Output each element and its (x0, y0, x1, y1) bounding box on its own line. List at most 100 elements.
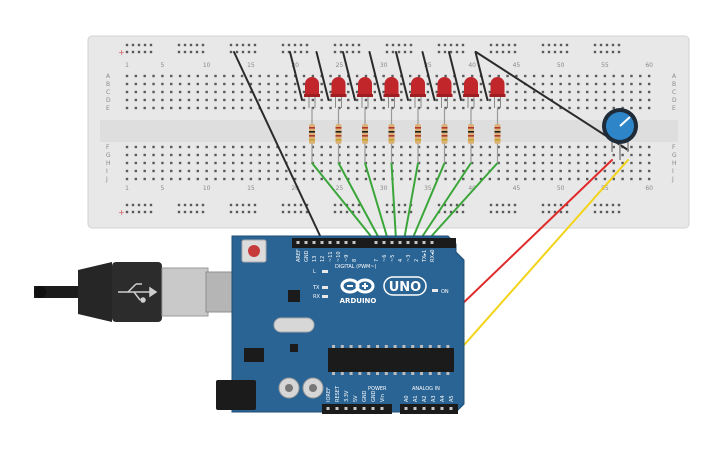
onboard-led (322, 286, 328, 289)
breadboard-hole (550, 153, 553, 157)
breadboard-hole (541, 153, 545, 157)
breadboard-hole (373, 169, 376, 173)
breadboard-hole (391, 153, 394, 157)
column-label: 10 (203, 62, 211, 69)
breadboard-hole (152, 161, 155, 165)
breadboard-hole (196, 106, 199, 110)
chip-pin (420, 345, 423, 348)
column-label: 10 (203, 185, 211, 192)
breadboard-hole (444, 177, 447, 181)
breadboard-hole (258, 90, 261, 94)
breadboard-hole (143, 82, 146, 86)
breadboard-hole (143, 177, 146, 181)
row-label: B (106, 81, 110, 88)
breadboard-hole (161, 74, 164, 78)
breadboard-hole (170, 98, 173, 102)
rail-hole (137, 210, 141, 214)
rail-hole (559, 43, 563, 47)
rail-hole (437, 43, 441, 47)
breadboard-hole (603, 153, 607, 157)
rail-hole (507, 210, 511, 214)
breadboard-hole (382, 98, 385, 102)
digital-header-right (370, 238, 456, 248)
breadboard-hole (267, 161, 270, 165)
rail-hole (461, 43, 465, 47)
voltage-regulator (244, 348, 264, 362)
breadboard-hole (302, 169, 306, 173)
breadboard-hole (187, 153, 191, 157)
rail-hole (195, 203, 199, 207)
ground-wire (395, 51, 409, 101)
rail-hole (507, 43, 511, 47)
breadboard-hole (125, 82, 129, 86)
chip-pin (349, 345, 353, 348)
led (331, 77, 346, 96)
rail-hole (559, 50, 563, 54)
breadboard-hole (577, 161, 580, 165)
breadboard-hole (311, 145, 315, 149)
breadboard-hole (223, 98, 226, 102)
resistor-band (441, 139, 448, 141)
breadboard-hole (470, 98, 474, 102)
breadboard-hole (320, 161, 323, 165)
breadboard-hole (187, 177, 191, 181)
chip-pin (332, 372, 335, 375)
rail-plus-sign: + (118, 48, 125, 57)
column-label: 35 (424, 62, 432, 69)
digital-pin-label: ~11 (328, 251, 334, 262)
breadboard-hole (152, 74, 155, 78)
breadboard-hole (267, 74, 270, 78)
breadboard-hole (355, 177, 359, 181)
breadboard-hole (311, 177, 315, 181)
breadboard-hole (232, 98, 235, 102)
header-pin (371, 407, 375, 410)
header-pin (296, 241, 300, 244)
breadboard-hole (603, 90, 607, 94)
row-label: B (672, 81, 676, 88)
breadboard-hole (586, 90, 589, 94)
row-label: F (672, 144, 676, 151)
breadboard-hole (196, 145, 199, 149)
column-label: 35 (424, 185, 432, 192)
digital-pin-label: ~5 (390, 255, 396, 262)
breadboard-hole (603, 82, 607, 86)
chip-pin (376, 345, 379, 348)
breadboard-hole (417, 106, 421, 110)
breadboard-hole (435, 74, 438, 78)
breadboard-hole (568, 169, 571, 173)
breadboard-hole (462, 90, 465, 94)
row-label: G (106, 152, 111, 159)
breadboard-hole (152, 169, 155, 173)
breadboard-hole (276, 161, 279, 165)
breadboard-hole (311, 106, 315, 110)
breadboard-hole (232, 106, 235, 110)
leds (304, 77, 506, 108)
rail-hole (599, 210, 603, 214)
header-pin (335, 407, 339, 410)
ground-wire (448, 51, 462, 101)
digital-pin-label: TX▸1 (422, 250, 428, 263)
breadboard-hole (205, 106, 208, 110)
onboard-led (322, 270, 328, 273)
breadboard-hole (276, 177, 279, 181)
digital-pin-label: RX◂0 (430, 249, 436, 262)
signal-wire (427, 162, 499, 241)
resistor-band (441, 127, 448, 129)
rail-hole (137, 203, 141, 207)
resistor-band (415, 127, 421, 129)
breadboard-hole (267, 98, 270, 102)
breadboard-hole (550, 169, 553, 173)
header-pin (336, 241, 340, 244)
potentiometer[interactable] (602, 108, 638, 160)
rail-hole (565, 210, 569, 214)
breadboard-hole (444, 145, 447, 149)
rail-hole (541, 210, 545, 214)
led-base (436, 94, 453, 97)
breadboard-hole (400, 153, 403, 157)
breadboard-hole (293, 82, 297, 86)
power-pin-label: IOREF (326, 387, 332, 402)
breadboard-hole (559, 153, 562, 157)
chip-pin (428, 372, 432, 375)
chip-pin (376, 372, 379, 375)
